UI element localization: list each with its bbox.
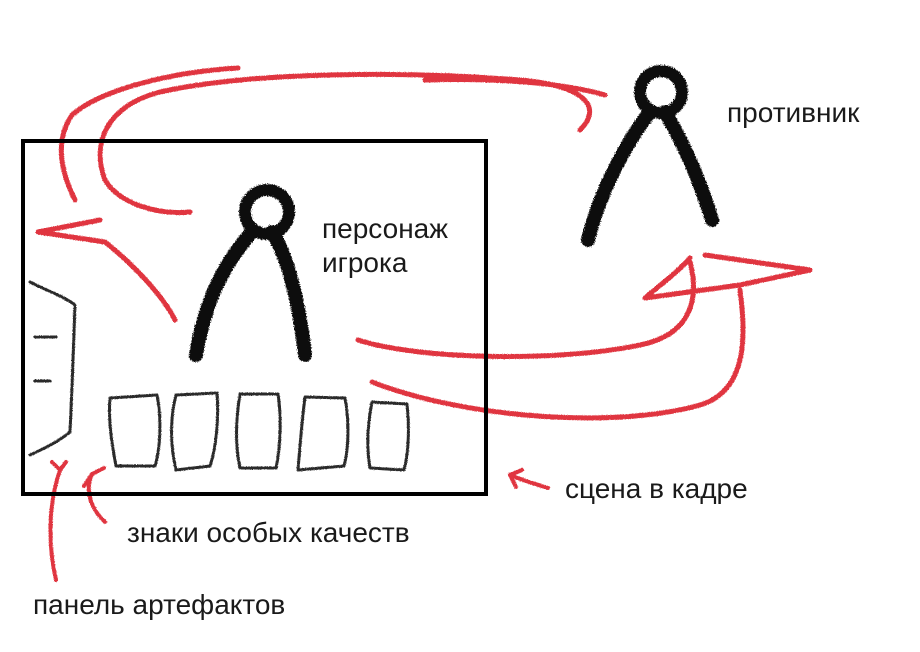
movement-arrows (35, 65, 813, 582)
arrow-top-outer (58, 65, 241, 203)
trait-slot-2 (170, 391, 220, 472)
scene-in-frame-label: сцена в кадре (565, 473, 748, 504)
trait-slot-3 (235, 392, 282, 470)
traits-bar (107, 391, 410, 472)
artifacts-panel-label: панель артефактов (33, 589, 286, 620)
arrow-top-right (422, 77, 608, 98)
arrow-head-right (642, 252, 813, 301)
arrow-panel-pointer (48, 460, 68, 582)
enemy-body (581, 105, 719, 247)
arrow-top-loop (97, 71, 593, 215)
enemy-figure (581, 65, 719, 247)
trait-slot-5 (366, 400, 410, 472)
arrow-bottom-outer (369, 287, 746, 421)
arrow-scene-pointer (508, 468, 550, 490)
player-character-label: персонаж игрока (322, 212, 448, 279)
enemy-label: противник (727, 97, 860, 128)
arrow-bottom-loop (355, 259, 696, 359)
player-body (189, 225, 312, 362)
player-character-text: персонаж игрока (322, 213, 448, 278)
scene-frame (21, 139, 488, 496)
arrow-head-left (35, 217, 178, 323)
arrow-traits-pointer (82, 466, 107, 524)
artifacts-panel-outline (28, 280, 77, 457)
artifacts-panel (28, 280, 77, 457)
special-traits-label: знаки особых качеств (127, 517, 410, 548)
trait-slot-1 (107, 393, 162, 468)
player-figure (189, 184, 312, 362)
trait-slot-4 (296, 395, 350, 472)
